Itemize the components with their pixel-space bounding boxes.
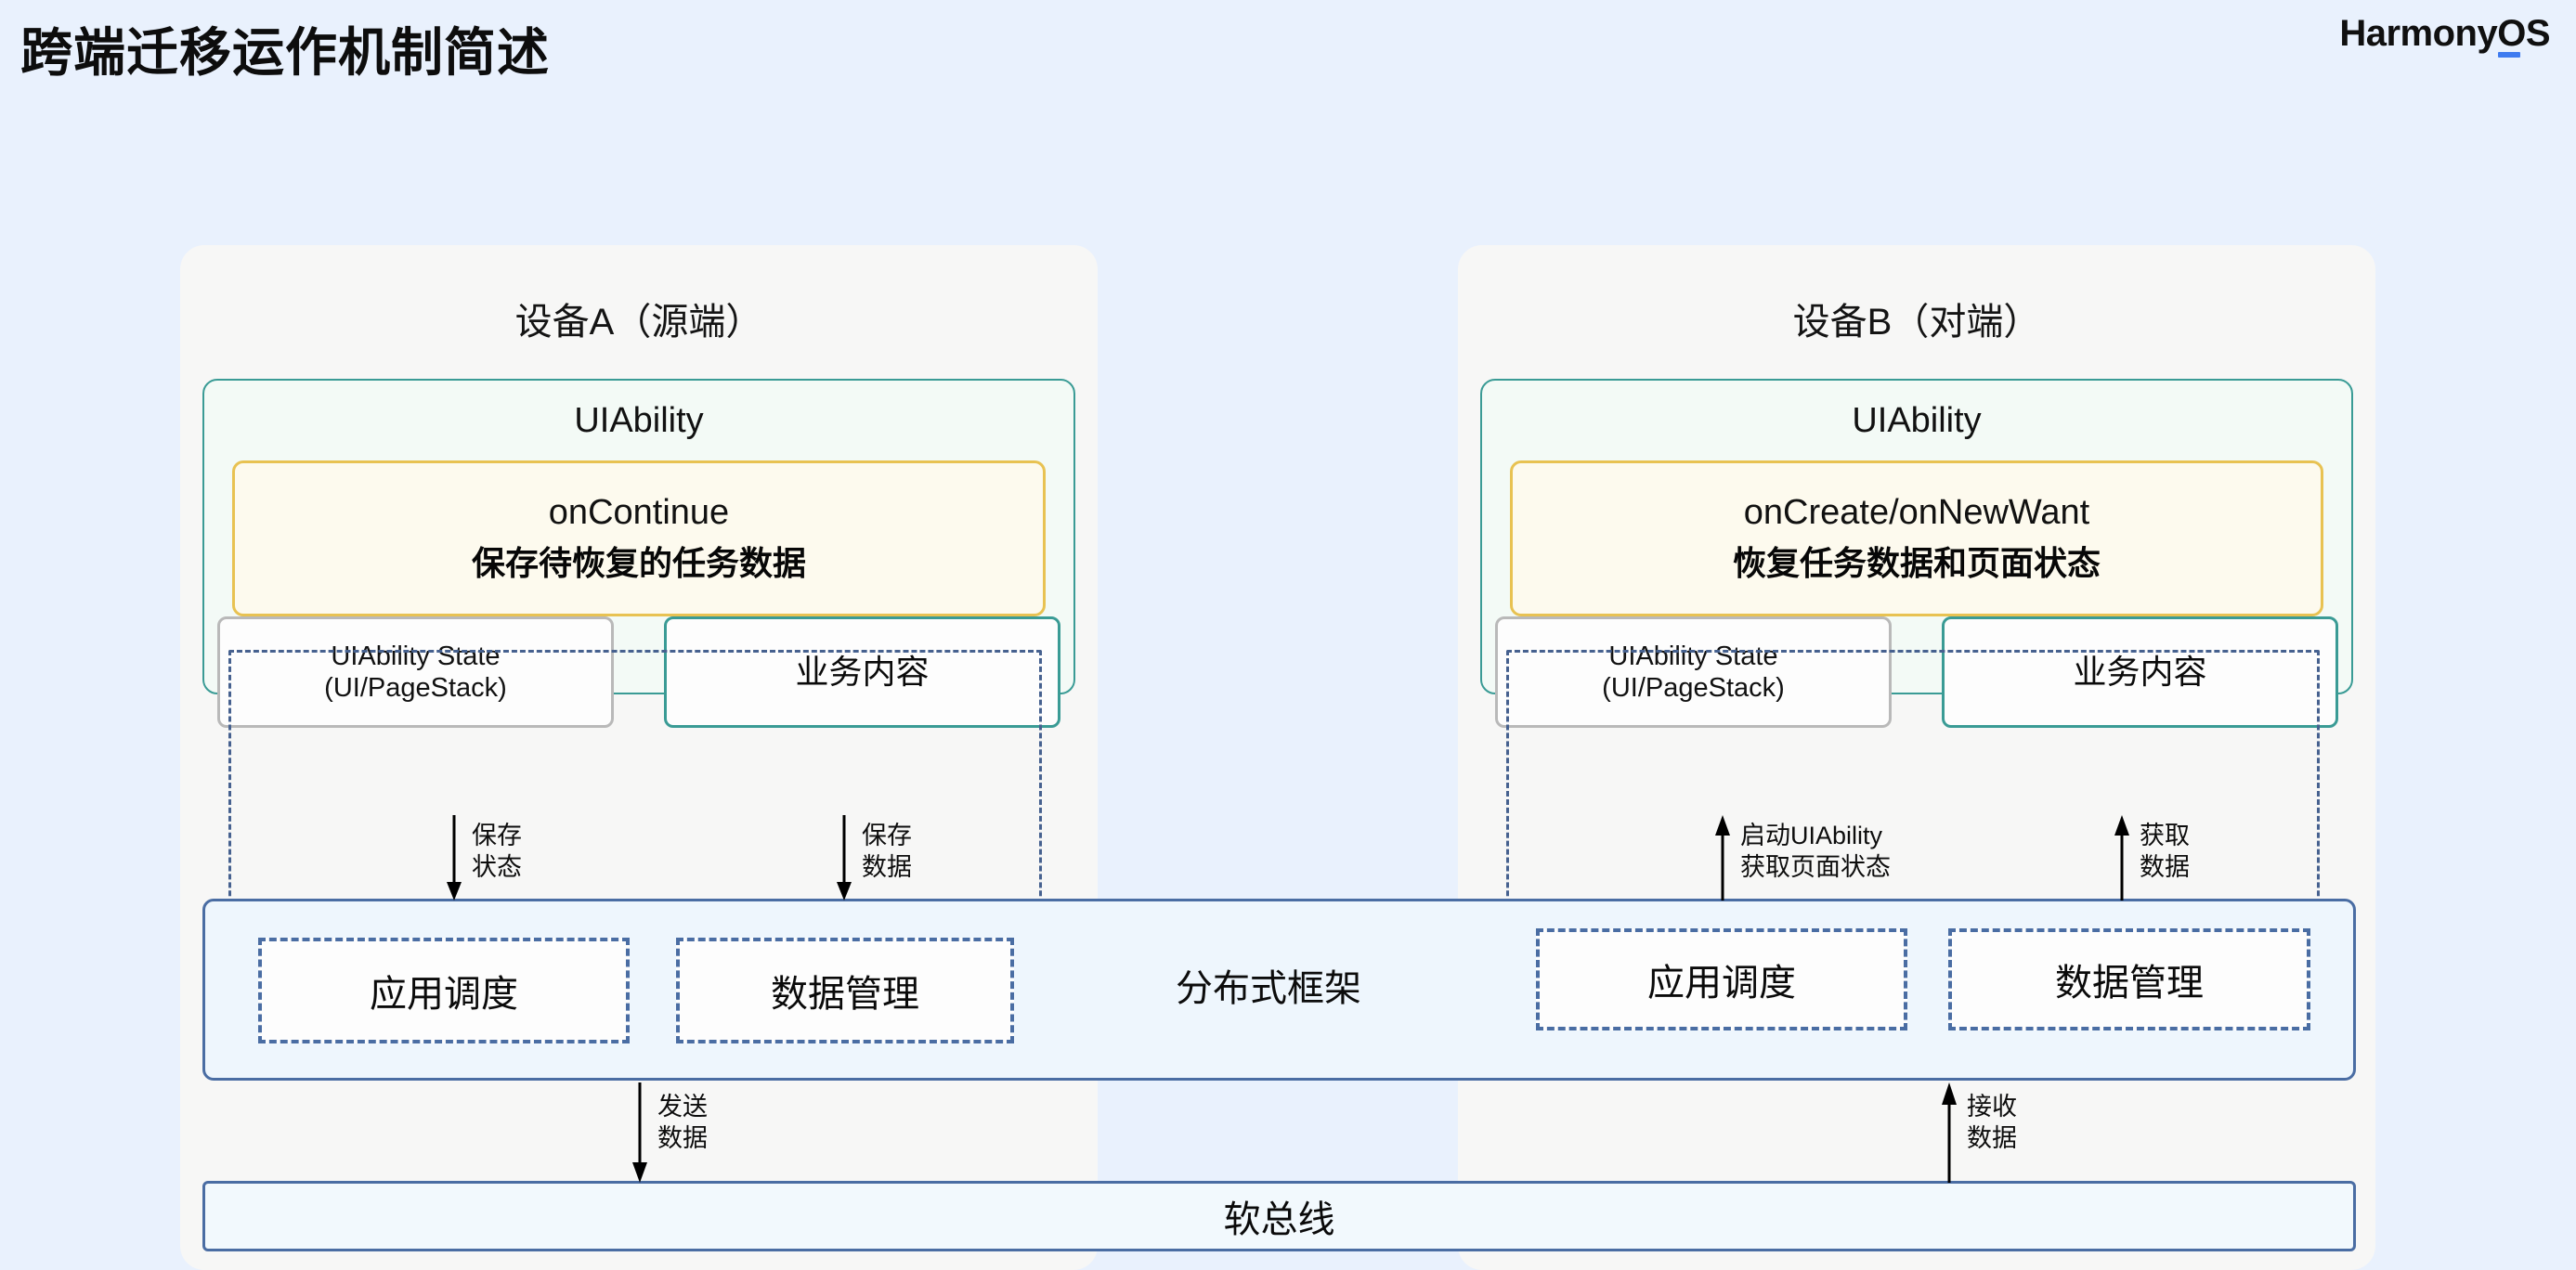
brand-os-text: OS <box>2497 13 2550 54</box>
arrow-save-state-label-line1: 保存 <box>472 822 522 849</box>
device-a-lifecycle-description: 保存待恢复的任务数据 <box>471 543 806 582</box>
arrow-start-uiability <box>1711 815 1735 901</box>
arrow-save-state-label: 保存 状态 <box>472 821 522 884</box>
device-b-lifecycle-api: onCreate/onNewWant <box>1743 492 2090 532</box>
device-a-state-line2: (UI/PageStack) <box>324 673 507 703</box>
arrow-save-state-label-line2: 状态 <box>472 852 522 881</box>
arrow-send-data-label-line1: 发送 <box>657 1093 708 1121</box>
arrow-fetch-data-label-line2: 数据 <box>2140 852 2190 881</box>
device-a-lifecycle-box: onContinue 保存待恢复的任务数据 <box>232 460 1046 616</box>
arrow-fetch-data-label: 获取 数据 <box>2140 821 2190 884</box>
arrow-fetch-data-label-line1: 获取 <box>2140 822 2190 849</box>
arrow-save-data-label: 保存 数据 <box>862 821 912 884</box>
harmonyos-logo: HarmonyOS <box>2339 13 2550 58</box>
device-b-uiability-label: UIAbility <box>1852 401 1982 440</box>
arrow-send-data-label-line2: 数据 <box>657 1123 708 1152</box>
device-b-business-content-label: 业务内容 <box>2073 652 2207 691</box>
arrow-send-data <box>628 1082 652 1183</box>
device-a-uiability-label: UIAbility <box>574 401 704 440</box>
device-a-lifecycle-api: onContinue <box>548 492 730 532</box>
device-a-module-data-management: 数据管理 <box>676 938 1014 1043</box>
device-b-state-line1: UIAbility State <box>1608 641 1778 671</box>
device-b-lifecycle-box: onCreate/onNewWant 恢复任务数据和页面状态 <box>1510 460 2323 616</box>
page-title: 跨端迁移运作机制简述 <box>20 23 550 82</box>
brand-name-os: OS <box>2497 13 2550 58</box>
arrow-receive-data-label-line1: 接收 <box>1967 1093 2017 1121</box>
device-a-state-row: UIAbility State (UI/PageStack) 业务内容 <box>217 616 1060 728</box>
arrow-receive-data <box>1937 1082 1961 1183</box>
arrow-save-data-label-line1: 保存 <box>862 822 912 849</box>
arrow-send-data-label: 发送 数据 <box>657 1092 708 1155</box>
distributed-framework-label: 分布式框架 <box>1176 968 1361 1009</box>
arrow-start-uiability-label: 启动UIAbility 获取页面状态 <box>1740 821 1891 884</box>
brand-name-prefix: Harmony <box>2339 13 2498 54</box>
device-panel-b: 设备B（对端） UIAbility onCreate/onNewWant 恢复任… <box>1458 245 2375 1270</box>
arrow-receive-data-label: 接收 数据 <box>1967 1092 2017 1155</box>
arrow-start-uiability-label-line2: 获取页面状态 <box>1740 852 1891 881</box>
device-b-module-data-management: 数据管理 <box>1948 928 2310 1030</box>
device-b-lifecycle-description: 恢复任务数据和页面状态 <box>1732 543 2101 582</box>
arrow-receive-data-label-line2: 数据 <box>1967 1123 2017 1152</box>
device-a-business-content-card: 业务内容 <box>664 616 1060 728</box>
arrow-start-uiability-label-line1: 启动UIAbility <box>1740 822 1883 849</box>
device-b-title: 设备B（对端） <box>1792 302 2041 343</box>
device-a-business-content-label: 业务内容 <box>795 652 930 691</box>
brand-underline-mark <box>2498 52 2521 58</box>
device-b-module-app-scheduling: 应用调度 <box>1536 928 1907 1030</box>
device-b-business-content-card: 业务内容 <box>1942 616 2338 728</box>
device-b-state-row: UIAbility State (UI/PageStack) 业务内容 <box>1495 616 2338 728</box>
device-b-uiability-state-card: UIAbility State (UI/PageStack) <box>1495 616 1892 728</box>
device-a-state-line1: UIAbility State <box>331 641 501 671</box>
arrow-save-data <box>832 815 856 901</box>
soft-bus-bar: 软总线 <box>202 1181 2356 1251</box>
device-b-state-line2: (UI/PageStack) <box>1602 673 1785 703</box>
arrow-fetch-data <box>2110 815 2134 901</box>
device-a-title: 设备A（源端） <box>514 302 763 343</box>
device-a-module-app-scheduling: 应用调度 <box>258 938 630 1043</box>
arrow-save-state <box>442 815 466 901</box>
device-a-uiability-state-card: UIAbility State (UI/PageStack) <box>217 616 614 728</box>
arrow-save-data-label-line2: 数据 <box>862 852 912 881</box>
